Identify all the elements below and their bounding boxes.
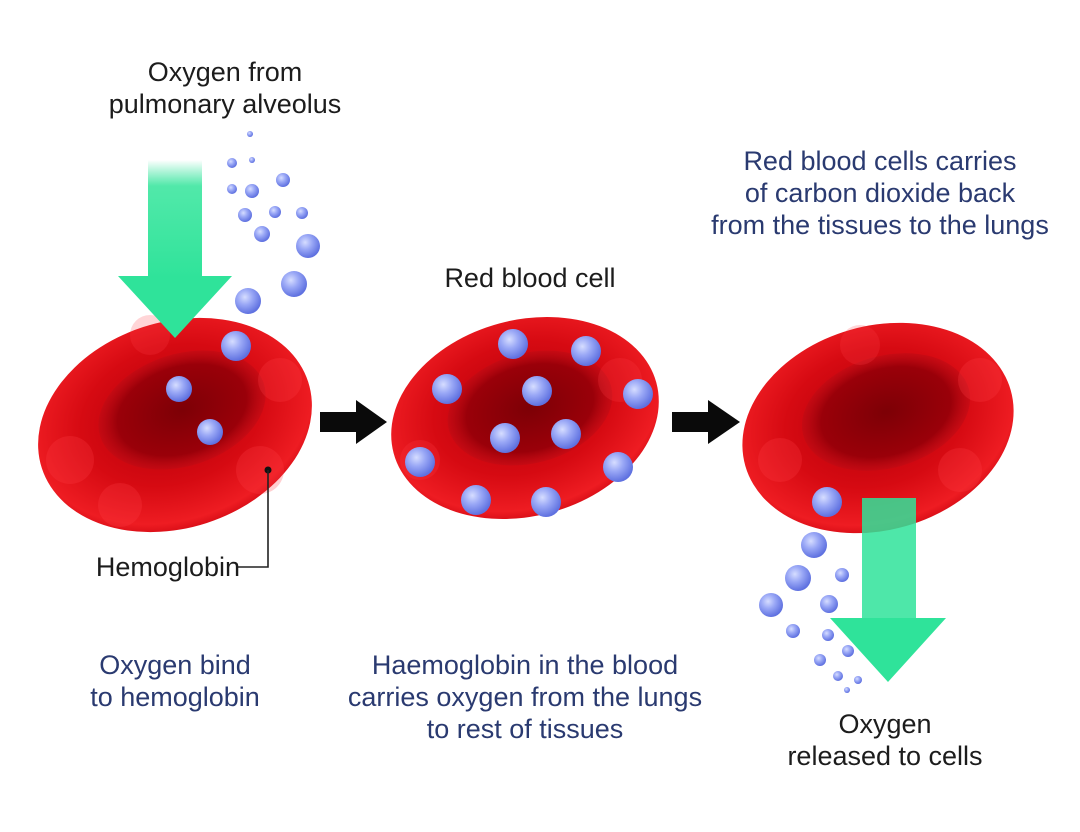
caption-oxygen-released: Oxygen released to cells (787, 709, 983, 771)
red-blood-cell-1 (38, 315, 312, 533)
caption-haemoglobin-carries: Haemoglobin in the blood carries oxygen … (347, 650, 703, 744)
oxygen-source-label: Oxygen from pulmonary alveolus (108, 57, 342, 119)
hemoglobin-pointer (236, 466, 272, 568)
caption-oxygen-bind: Oxygen bind to hemoglobin (90, 650, 260, 712)
hemoglobin-label: Hemoglobin (95, 552, 240, 582)
red-blood-cell-label: Red blood cell (444, 263, 616, 293)
oxygen-molecules-cell-2 (405, 329, 653, 517)
oxygen-out-arrow (830, 498, 946, 682)
oxygen-in-arrow (118, 160, 232, 338)
red-blood-cell-2 (391, 317, 659, 519)
carbon-dioxide-label: Red blood cells carries of carbon dioxid… (711, 146, 1049, 240)
oxygen-molecules-cell-1 (166, 376, 223, 445)
red-blood-cell-3 (742, 322, 1014, 534)
oxygen-molecules-released (759, 487, 862, 693)
flow-arrow-2 (672, 400, 740, 444)
flow-arrow-1 (320, 400, 387, 444)
oxygen-molecules-incoming (221, 131, 320, 361)
